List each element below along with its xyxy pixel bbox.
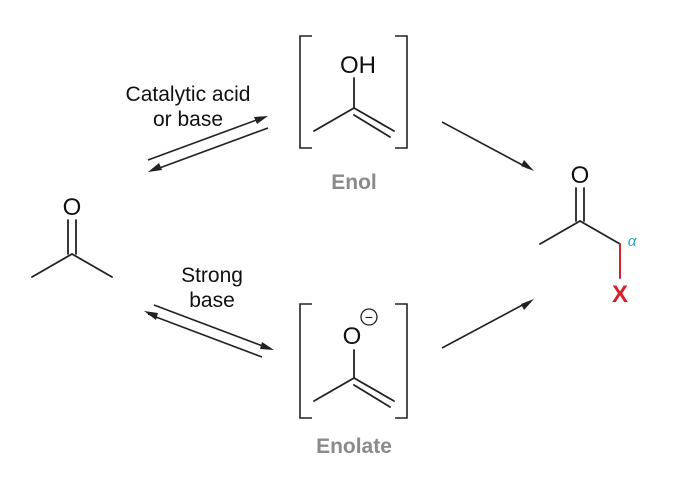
methyl-bond-right bbox=[71, 253, 113, 278]
enol-to-product-head bbox=[521, 160, 534, 171]
methyl-bond-left bbox=[31, 253, 73, 278]
reverse-arrow-line bbox=[153, 127, 269, 171]
enolate-equilibrium-arrows bbox=[144, 304, 274, 358]
enolate-to-product-line bbox=[441, 301, 529, 349]
ketone-oxygen-label: O bbox=[63, 194, 82, 221]
enolate-to-product-head bbox=[521, 299, 534, 310]
enol-alkene-bond-a bbox=[353, 107, 395, 132]
enol-intermediate: OH bbox=[299, 35, 408, 149]
enol-to-product-line bbox=[441, 121, 529, 169]
enol-alkene-bond-b bbox=[353, 114, 391, 138]
alpha-substituted-product: O α X bbox=[539, 162, 637, 308]
reagent-strong-line1: Strong bbox=[181, 264, 243, 287]
reverse-arrow-line-lower bbox=[147, 313, 263, 358]
enol-methyl-bond bbox=[313, 107, 355, 132]
product-arrows bbox=[441, 121, 534, 349]
forward-arrow-head-lower bbox=[260, 342, 274, 350]
negative-charge-circle bbox=[360, 308, 378, 326]
enolate-methyl-bond bbox=[313, 377, 355, 402]
product-oxygen-label: O bbox=[571, 162, 590, 189]
product-alpha-bond bbox=[579, 220, 621, 245]
enol-label: Enol bbox=[331, 171, 377, 194]
reagent-catalytic-line2: or base bbox=[153, 108, 223, 131]
enol-bracket-right bbox=[395, 35, 408, 149]
enolate-oxygen-label: O bbox=[343, 323, 362, 350]
forward-arrow-head bbox=[254, 116, 268, 124]
negative-charge-sign: − bbox=[365, 309, 373, 325]
product-substituent-label: X bbox=[612, 281, 628, 308]
enol-equilibrium-arrows bbox=[147, 116, 269, 172]
forward-arrow-line bbox=[147, 117, 263, 161]
enolate-bracket-left bbox=[299, 303, 312, 419]
reagent-catalytic-line1: Catalytic acid bbox=[126, 83, 251, 106]
enol-hydroxyl-label: OH bbox=[340, 52, 376, 79]
enol-bracket-left bbox=[299, 35, 312, 149]
product-methyl-bond bbox=[539, 220, 581, 245]
enolate-bracket-right bbox=[395, 303, 408, 419]
forward-arrow-line-lower bbox=[153, 304, 269, 349]
enolate-alkene-bond-a bbox=[353, 377, 395, 402]
reverse-arrow-head-lower bbox=[144, 311, 158, 320]
acetone-molecule: O bbox=[31, 194, 113, 278]
enolate-alkene-bond-b bbox=[353, 384, 391, 408]
enolate-label: Enolate bbox=[316, 435, 392, 458]
reagent-strong-line2: base bbox=[189, 289, 235, 312]
enolate-intermediate: O − bbox=[299, 303, 408, 419]
alpha-carbon-marker: α bbox=[628, 233, 637, 250]
reverse-arrow-head bbox=[148, 163, 162, 172]
